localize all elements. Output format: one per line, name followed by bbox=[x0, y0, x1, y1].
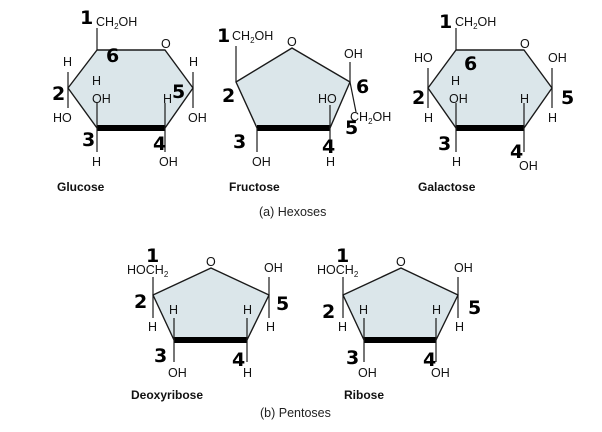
fructose-annotation-1: 1 bbox=[217, 25, 230, 47]
ribose-structure: HOCH2 O OH H H H H OH OH 1 2 5 3 4 Ribos… bbox=[317, 245, 481, 402]
galactose-ring bbox=[427, 49, 553, 129]
deoxyribose-oh-c3: OH bbox=[168, 366, 187, 380]
fructose-ch2oh-left: CH2OH bbox=[232, 29, 273, 45]
galactose-ring-oxygen: O bbox=[520, 37, 530, 51]
deoxyribose-h-c1: H bbox=[266, 320, 275, 334]
deoxyribose-structure: HOCH2 O OH H H H H OH H 1 2 5 3 4 Deoxyr… bbox=[127, 245, 289, 402]
deoxyribose-hoch2: HOCH2 bbox=[127, 263, 169, 279]
ribose-annotation-4: 4 bbox=[423, 349, 436, 371]
galactose-name: Galactose bbox=[418, 180, 476, 194]
ribose-h-c4: H bbox=[338, 320, 347, 334]
deoxyribose-h-c2-down: H bbox=[243, 366, 252, 380]
fructose-ring-oxygen: O bbox=[287, 35, 297, 49]
ribose-annotation-2: 2 bbox=[322, 301, 335, 323]
glucose-annotation-4: 4 bbox=[153, 133, 166, 155]
deoxyribose-annotation-1: 1 bbox=[146, 245, 159, 267]
hexoses-caption: (a) Hexoses bbox=[259, 205, 326, 219]
deoxyribose-annotation-3: 3 bbox=[154, 345, 167, 367]
ribose-oh-c1: OH bbox=[454, 261, 473, 275]
galactose-h-c4: H bbox=[424, 111, 433, 125]
ribose-h-c2: H bbox=[432, 303, 441, 317]
glucose-h-c2: H bbox=[163, 92, 172, 106]
glucose-h-c5: H bbox=[92, 74, 101, 88]
galactose-annotation-3: 3 bbox=[438, 133, 451, 155]
fructose-annotation-4: 4 bbox=[322, 136, 335, 158]
fructose-oh-c2: OH bbox=[344, 47, 363, 61]
glucose-annotation-6: 6 bbox=[106, 45, 119, 67]
ribose-name: Ribose bbox=[344, 388, 384, 402]
ribose-hoch2: HOCH2 bbox=[317, 263, 359, 279]
galactose-ho-c4: HO bbox=[414, 51, 433, 65]
ribose-h-c3: H bbox=[359, 303, 368, 317]
fructose-annotation-3: 3 bbox=[233, 131, 246, 153]
glucose-oh-c2: OH bbox=[159, 155, 178, 169]
galactose-oh-c1: OH bbox=[548, 51, 567, 65]
fructose-name: Fructose bbox=[229, 180, 280, 194]
glucose-oh-c3: OH bbox=[92, 92, 111, 106]
ribose-oh-c3: OH bbox=[358, 366, 377, 380]
glucose-annotation-2: 2 bbox=[52, 83, 65, 105]
glucose-ring-oxygen: O bbox=[161, 37, 171, 51]
fructose-ch2oh-right: CH2OH bbox=[350, 110, 391, 126]
glucose-annotation-3: 3 bbox=[82, 129, 95, 151]
deoxyribose-name: Deoxyribose bbox=[131, 388, 203, 402]
glucose-ho-c4: HO bbox=[53, 111, 72, 125]
deoxyribose-annotation-2: 2 bbox=[134, 291, 147, 313]
deoxyribose-annotation-4: 4 bbox=[232, 349, 245, 371]
galactose-structure: CH2OH O HO H OH OH H H H H OH 1 6 2 5 3 … bbox=[412, 11, 574, 194]
fructose-annotation-6: 6 bbox=[356, 76, 369, 98]
glucose-annotation-1: 1 bbox=[80, 7, 93, 29]
deoxyribose-oh-c1: OH bbox=[264, 261, 283, 275]
pentoses-caption: (b) Pentoses bbox=[260, 406, 331, 420]
galactose-annotation-1: 1 bbox=[439, 11, 452, 33]
fructose-ho-c3: HO bbox=[318, 92, 337, 106]
deoxyribose-h-c4: H bbox=[148, 320, 157, 334]
glucose-oh-c1: OH bbox=[188, 111, 207, 125]
deoxyribose-h-c3-up: H bbox=[169, 303, 178, 317]
deoxyribose-ring-oxygen: O bbox=[206, 255, 216, 269]
galactose-h-c5: H bbox=[451, 74, 460, 88]
fructose-h-c3: H bbox=[326, 155, 335, 169]
fructose-oh-c4: OH bbox=[252, 155, 271, 169]
fructose-annotation-2: 2 bbox=[222, 85, 235, 107]
ribose-h-c1: H bbox=[455, 320, 464, 334]
glucose-annotation-5: 5 bbox=[172, 81, 185, 103]
ribose-oh-c2: OH bbox=[431, 366, 450, 380]
galactose-h-c1: H bbox=[548, 111, 557, 125]
galactose-ch2oh: CH2OH bbox=[455, 15, 496, 31]
galactose-h-c2: H bbox=[520, 92, 529, 106]
glucose-name: Glucose bbox=[57, 180, 105, 194]
galactose-annotation-6: 6 bbox=[464, 53, 477, 75]
glucose-h-c3: H bbox=[92, 155, 101, 169]
ribose-annotation-5: 5 bbox=[468, 297, 481, 319]
galactose-annotation-4: 4 bbox=[510, 141, 523, 163]
ribose-annotation-3: 3 bbox=[346, 347, 359, 369]
glucose-ch2oh: CH2OH bbox=[96, 15, 137, 31]
deoxyribose-h-c2-up: H bbox=[243, 303, 252, 317]
ribose-ring-oxygen: O bbox=[396, 255, 406, 269]
galactose-oh-c2: OH bbox=[519, 159, 538, 173]
ribose-annotation-1: 1 bbox=[336, 245, 349, 267]
fructose-structure: CH2OH O OH HO CH2OH OH H 1 2 6 5 3 4 Fru… bbox=[217, 25, 391, 194]
deoxyribose-annotation-5: 5 bbox=[276, 293, 289, 315]
galactose-annotation-2: 2 bbox=[412, 87, 425, 109]
glucose-structure: CH2OH O H H H OH H HO OH H OH 1 6 2 5 3 … bbox=[52, 7, 207, 194]
fructose-c5-ch2oh-bond bbox=[349, 81, 357, 113]
glucose-h-c4: H bbox=[63, 55, 72, 69]
fructose-ring bbox=[235, 47, 351, 129]
galactose-h-c3: H bbox=[452, 155, 461, 169]
fructose-annotation-5: 5 bbox=[345, 117, 358, 139]
galactose-oh-c3: OH bbox=[449, 92, 468, 106]
galactose-annotation-5: 5 bbox=[561, 87, 574, 109]
glucose-h-c1: H bbox=[189, 55, 198, 69]
